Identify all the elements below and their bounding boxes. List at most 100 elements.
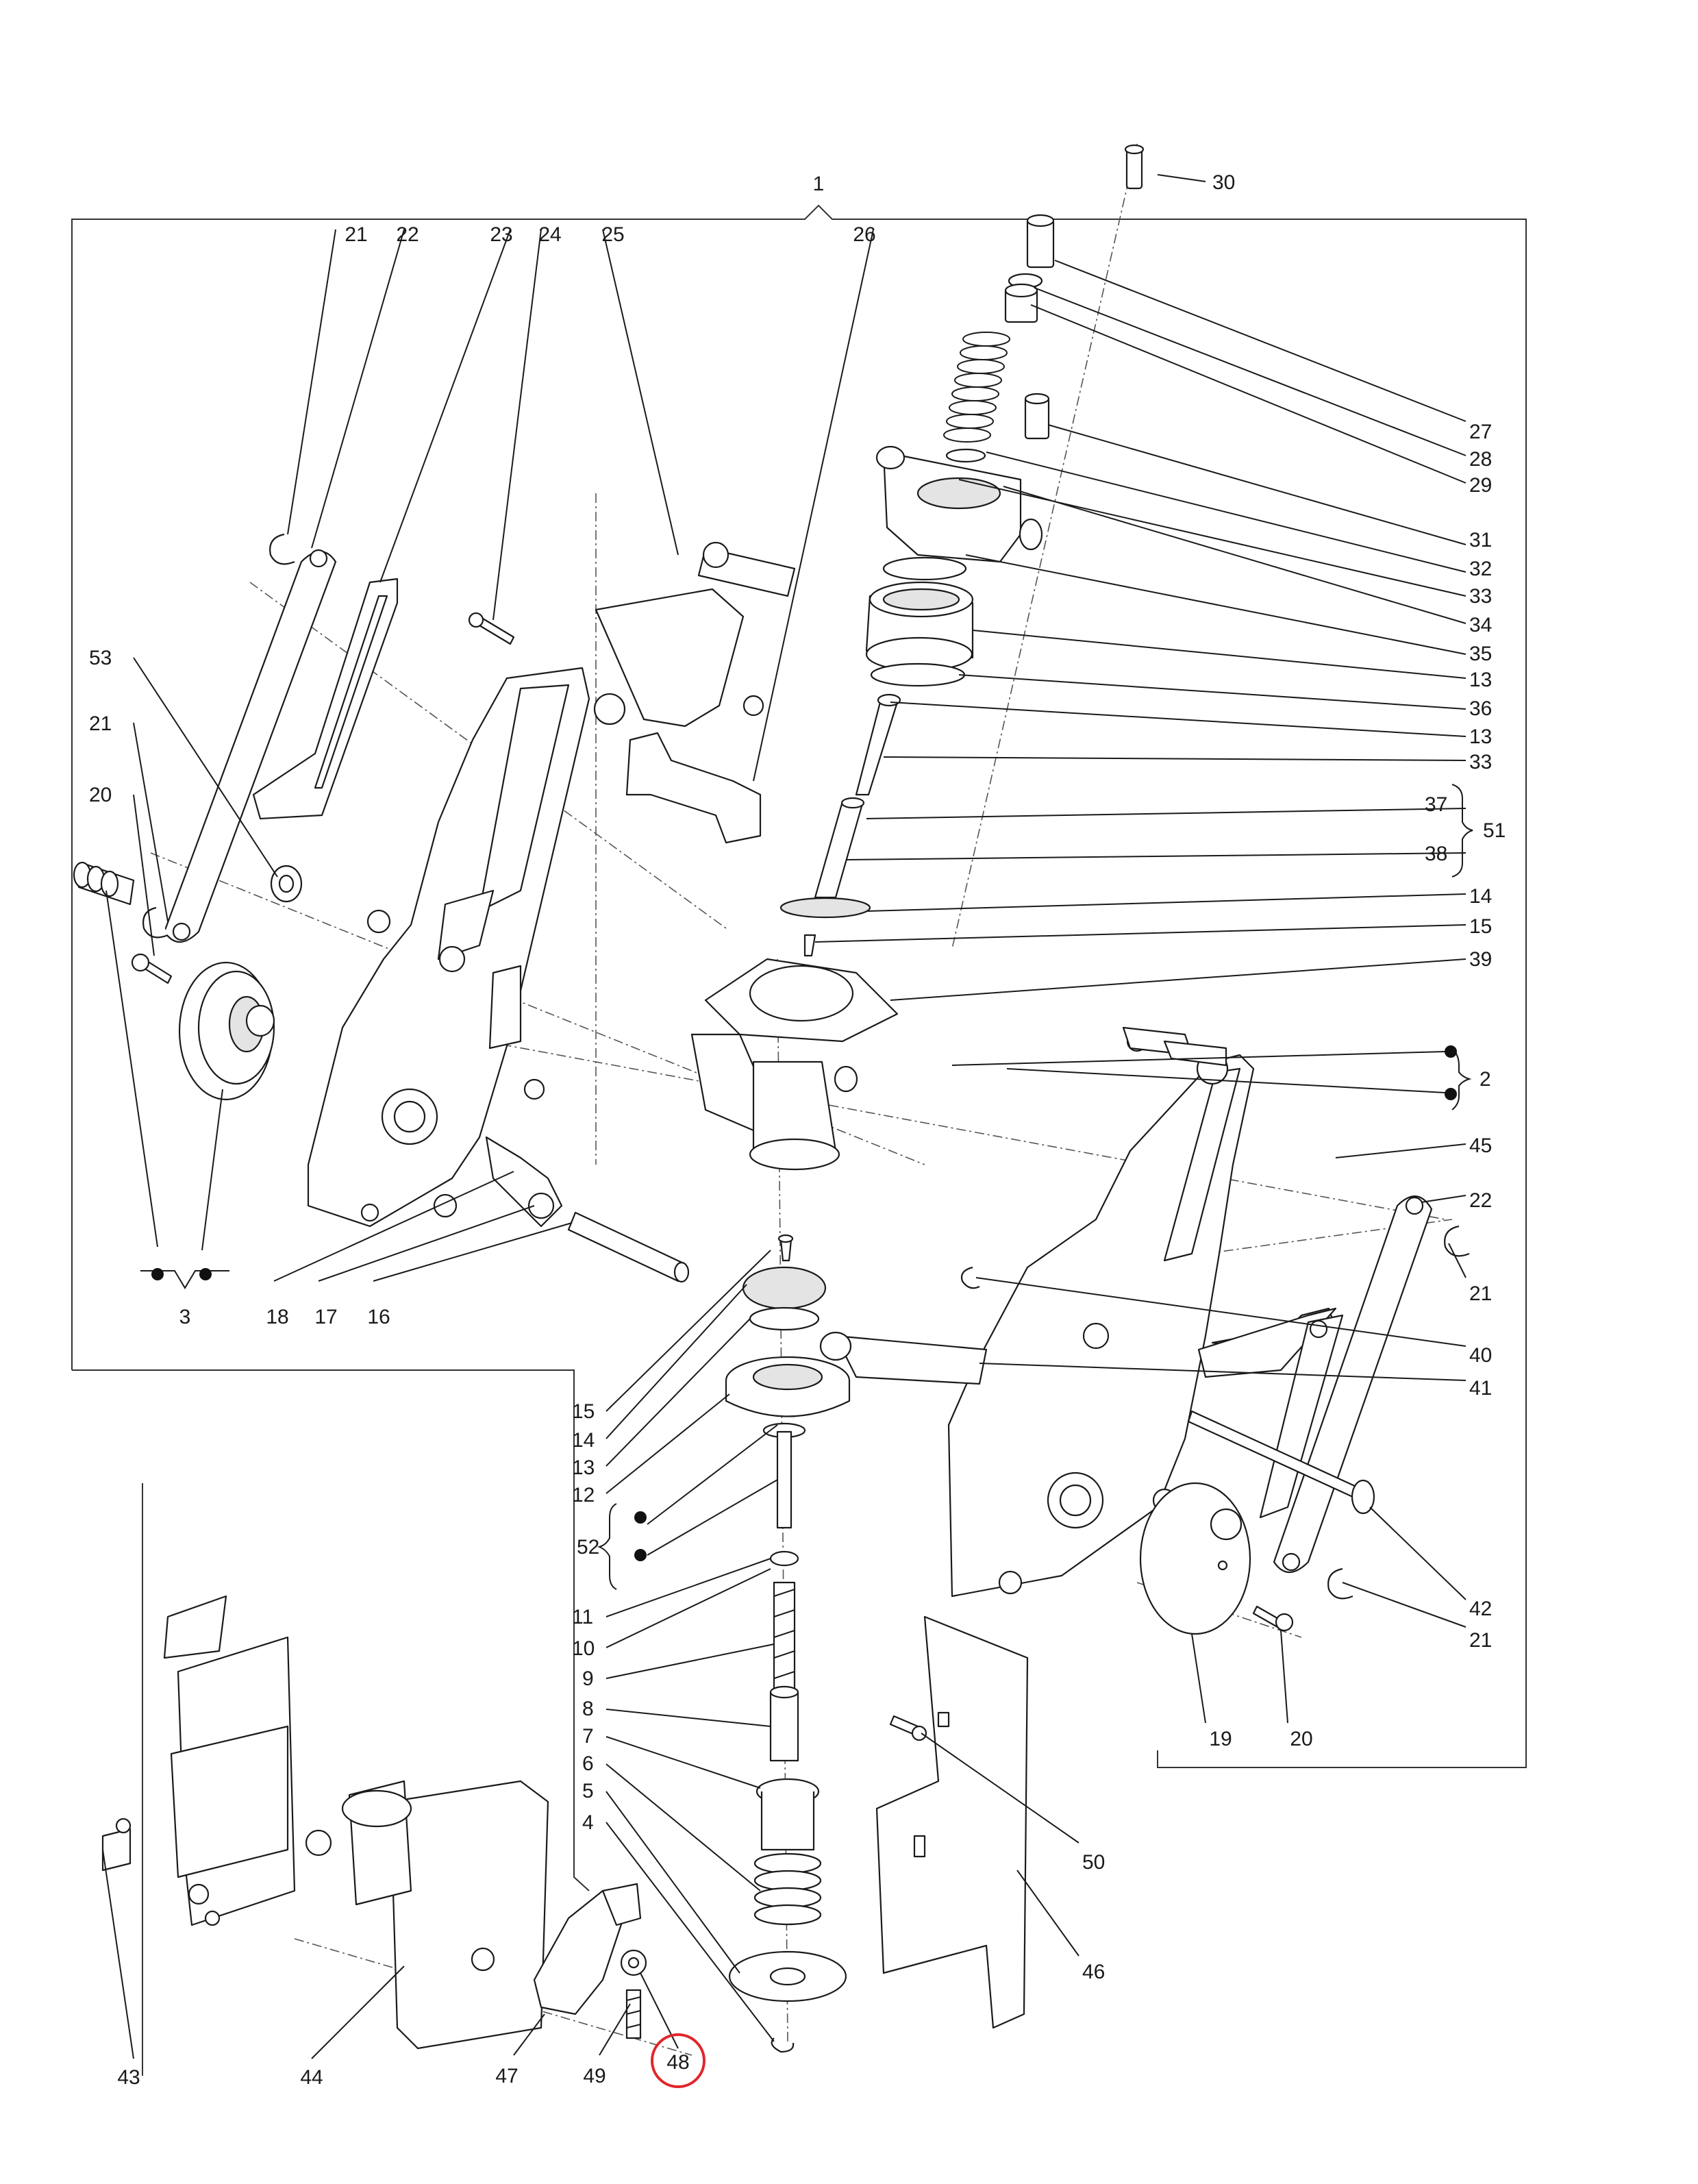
cam-lever-47 [533,1883,642,2015]
callout-labels: 1 30 21 22 23 24 25 26 27 28 29 31 32 33… [89,171,1506,2089]
callout-15: 15 [1469,915,1492,938]
e-clip-21 [1444,1225,1470,1257]
callout-17: 17 [314,1306,337,1328]
callout-3: 3 [179,1306,191,1328]
assembly-1-frame [71,204,1527,1768]
callout-45: 45 [1469,1134,1492,1157]
bullet-dot [634,1511,647,1524]
leader-lines [102,174,1473,2059]
callout-4: 4 [582,1811,594,1834]
callout-10: 10 [572,1637,595,1660]
piston-rod-37 [855,693,901,796]
callout-49: 49 [583,2065,605,2087]
shaft-38 [814,797,865,899]
spring-49 [625,1989,642,2039]
spring-31 [943,332,1010,443]
callout-25: 25 [601,223,624,246]
spring-9 [773,1581,796,1693]
bracket-43 [101,1817,132,1872]
callout-20: 20 [1290,1728,1312,1750]
tube-8 [769,1685,799,1762]
highlight-circle-48 [651,2033,706,2088]
callout-21: 21 [1469,1629,1492,1652]
callout-18: 18 [266,1306,288,1328]
e-clip-21 [142,906,168,939]
callout-19: 19 [1209,1728,1232,1750]
o-ring-13-lower [749,1306,820,1331]
fitting-31 [1024,393,1050,440]
gear-motor-44 [305,1780,549,2050]
bullet-dot [1445,1088,1457,1100]
callout-39: 39 [1469,948,1492,971]
callout-52: 52 [577,1536,599,1559]
callout-6: 6 [582,1752,594,1775]
callout-50: 50 [1082,1851,1105,1874]
callout-30: 30 [1212,171,1235,194]
callout-8: 8 [582,1698,594,1720]
callout-33: 33 [1469,585,1492,608]
callout-36: 36 [1469,697,1492,720]
callout-14: 14 [1469,885,1492,908]
axis-line [951,143,1138,950]
e-clip-40 [960,1266,980,1289]
spring-6 [753,1852,822,1926]
bushing-7 [756,1778,820,1851]
screw-15 [803,934,816,957]
e-clip-4 [771,2037,795,2053]
callout-29: 29 [1469,474,1492,497]
callout-48: 48 [666,2051,689,2074]
piston-35 [865,581,974,672]
assembly-1-frame-lower [72,1369,590,1891]
filter-disc-14 [779,897,871,919]
guide-23-left [252,578,399,820]
guide-45-right [1197,1307,1344,1519]
callout-51: 51 [1483,819,1506,842]
washer-10 [769,1550,799,1567]
e-clip-21 [1327,1567,1353,1600]
left-side-frame [307,667,626,1228]
disc-19 [1139,1482,1251,1635]
long-screw-42 [1187,1410,1375,1515]
o-ring-32 [945,448,986,463]
callout-42: 42 [1469,1598,1492,1620]
lever-41 [819,1331,988,1385]
o-ring-13 [870,662,966,687]
callout-26: 26 [853,223,875,246]
cover-plate-46 [875,1615,1029,2029]
callout-35: 35 [1469,643,1492,665]
roller-48 [620,1949,647,1976]
callout-41: 41 [1469,1377,1492,1400]
fitting-30 [1124,144,1145,190]
callout-9: 9 [582,1667,594,1690]
callout-11: 11 [572,1606,593,1628]
callout-23: 23 [490,223,512,246]
callout-7: 7 [582,1725,594,1748]
callout-31: 31 [1469,529,1492,551]
o-ring-33 [882,556,967,581]
callout-13: 13 [1469,725,1492,748]
callout-37: 37 [1425,793,1447,816]
callout-22: 22 [396,223,419,246]
axis-line [1136,1582,1302,1638]
knob-spring-3 [73,861,135,906]
bracket-26 [625,732,762,844]
callout-12: 12 [572,1484,595,1506]
bullet-dot [151,1268,164,1280]
mounting-frame [163,1595,296,1926]
gear-disc-left [178,961,275,1101]
axis-line [410,1027,1446,1220]
callout-43: 43 [117,2066,140,2089]
callout-33: 33 [1469,751,1492,773]
callout-32: 32 [1469,558,1492,580]
brew-chamber-39 [690,958,899,1171]
screw-50 [889,1715,927,1741]
flange-5 [728,1950,847,2002]
screw-24 [468,612,515,645]
callout-13: 13 [572,1456,595,1479]
callout-34: 34 [1469,614,1492,636]
screw-20-right [1252,1605,1294,1632]
bushing-29 [1004,283,1038,323]
bushing-53 [270,865,303,903]
